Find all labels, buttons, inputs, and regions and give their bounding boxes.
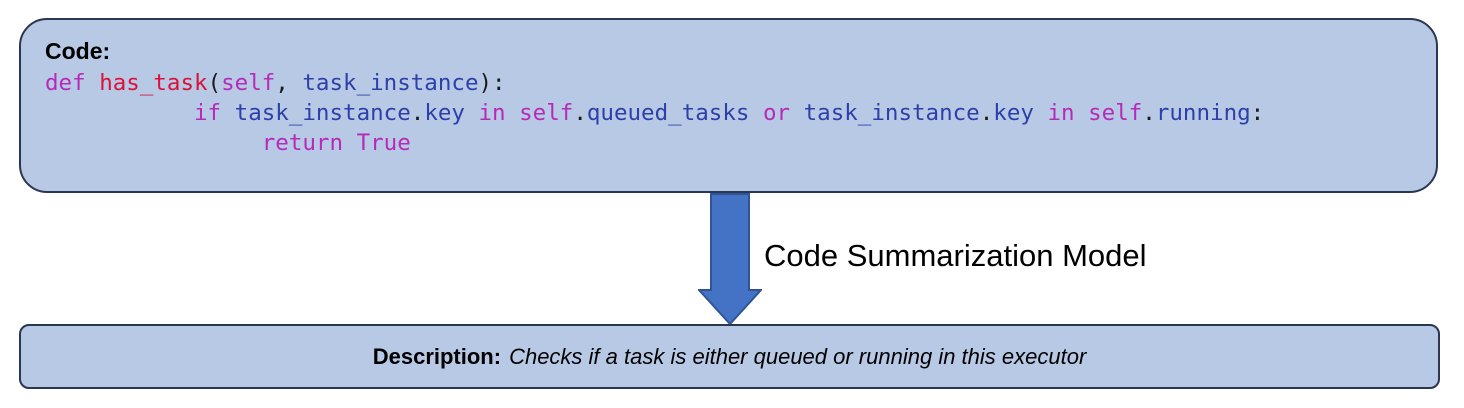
code-token: . (1142, 100, 1156, 126)
code-line: return True (45, 128, 1264, 158)
code-token: running (1155, 100, 1251, 126)
code-token: has_task (99, 70, 208, 96)
code-token: in (1047, 100, 1075, 126)
code-token (221, 100, 235, 126)
code-token (1075, 100, 1089, 126)
code-token: : (1250, 100, 1265, 126)
code-token: queued_tasks (586, 100, 750, 126)
code-indent (45, 100, 194, 126)
code-line: if task_instance.key in self.queued_task… (45, 98, 1264, 128)
code-token (790, 100, 804, 126)
code-token (465, 100, 479, 126)
code-token: . (410, 100, 425, 126)
description-line: Description: Checks if a task is either q… (373, 344, 1087, 370)
code-indent (45, 130, 262, 156)
code-token: or (762, 100, 791, 126)
code-token: ): (478, 70, 506, 96)
model-label: Code Summarization Model (764, 238, 1147, 273)
code-token: self (519, 100, 574, 126)
description-text: Checks if a task is either queued or run… (509, 343, 1087, 369)
code-token: . (573, 100, 587, 126)
description-label: Description: (372, 343, 502, 369)
code-token: key (993, 100, 1034, 126)
code-token: def (45, 70, 86, 96)
code-token (749, 100, 763, 126)
code-token (506, 100, 520, 126)
code-token: self (1088, 100, 1143, 126)
code-token: ( (207, 70, 222, 96)
code-token (86, 70, 100, 96)
code-token: , (275, 70, 303, 96)
code-panel: Code: def has_task(self, task_instance):… (19, 18, 1438, 193)
code-token: task_instance (234, 100, 411, 126)
code-token: self (221, 70, 276, 96)
description-panel: Description: Checks if a task is either q… (19, 324, 1440, 389)
code-heading: Code: (45, 38, 111, 64)
code-line: def has_task(self, task_instance): (45, 68, 1264, 98)
code-token: task_instance (302, 70, 479, 96)
down-arrow-icon (698, 193, 762, 326)
code-block: def has_task(self, task_instance): if ta… (45, 68, 1264, 158)
code-token: . (979, 100, 994, 126)
code-token: in (478, 100, 506, 126)
code-token: key (424, 100, 465, 126)
code-token: task_instance (803, 100, 980, 126)
code-token (1034, 100, 1048, 126)
code-token: return True (261, 130, 411, 156)
code-token: if (194, 100, 222, 126)
